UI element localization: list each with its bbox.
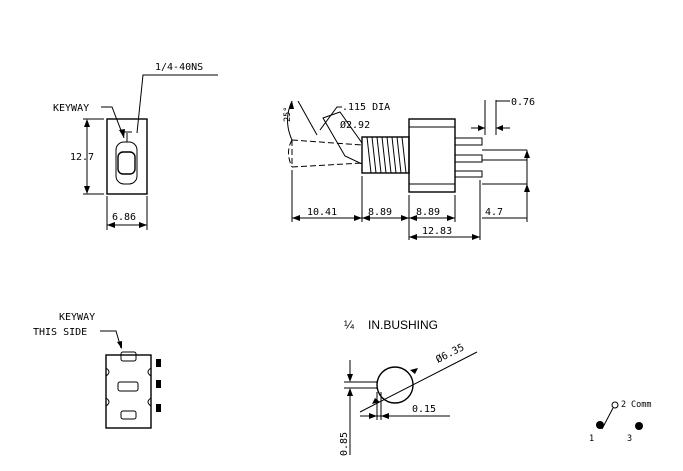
comm-label: Comm bbox=[631, 400, 651, 410]
switch-schematic: 2 Comm 1 3 bbox=[589, 400, 651, 444]
bottom-body-outline bbox=[105, 354, 152, 429]
flat-dim: 0.15 bbox=[412, 404, 436, 415]
angle-label: 25° bbox=[283, 107, 293, 122]
terminal-1-label: 1 bbox=[589, 434, 594, 444]
width-dim: 6.86 bbox=[112, 212, 136, 223]
terminal-2-label: 2 bbox=[621, 400, 626, 410]
keyway-this-side-line2: THIS SIDE bbox=[33, 327, 87, 338]
dia-label: .115 DIA bbox=[342, 102, 390, 113]
pin-dim: 0.76 bbox=[511, 97, 535, 108]
dim-body: 8.89 bbox=[416, 207, 440, 218]
terminal-3-node bbox=[635, 422, 643, 430]
dim-lever: 10.41 bbox=[307, 207, 337, 218]
front-bushing bbox=[115, 141, 138, 185]
dim-pin: 4.7 bbox=[485, 207, 503, 218]
phi-label: Ø2.92 bbox=[340, 119, 370, 131]
terminal-2-node bbox=[611, 401, 619, 409]
dim-total: 12.83 bbox=[422, 226, 452, 237]
front-lever bbox=[117, 151, 136, 175]
bottom-view: KEYWAY THIS SIDE bbox=[33, 312, 161, 429]
keyway-this-side-line1: KEYWAY bbox=[59, 312, 95, 323]
terminal-3-label: 3 bbox=[627, 434, 632, 444]
terminal-middle bbox=[454, 154, 483, 163]
terminal-1-node bbox=[596, 421, 604, 429]
terminal-upper bbox=[454, 137, 483, 146]
key-dim: 0.85 bbox=[339, 432, 350, 456]
dim-bushing: 8.89 bbox=[368, 207, 392, 218]
side-view: 25° .115 DIA Ø2.92 0.76 10.41 8.89 8.89 bbox=[283, 97, 535, 240]
bushing-detail: ¼ IN.BUSHING 0.85 Ø6.35 0.15 bbox=[339, 318, 478, 456]
height-dim: 12.7 bbox=[70, 152, 94, 163]
keyway-label: KEYWAY bbox=[53, 103, 89, 114]
terminal-lower bbox=[454, 170, 483, 178]
thread-label: 1/4-40NS bbox=[155, 62, 203, 73]
front-body-outline bbox=[106, 118, 148, 195]
front-view: 1/4-40NS KEYWAY 12.7 6.86 bbox=[53, 62, 218, 230]
switch-body bbox=[408, 118, 456, 193]
bushing-title-fraction: ¼ bbox=[344, 318, 355, 332]
thread-leader bbox=[136, 74, 218, 134]
bushing-title: IN.BUSHING bbox=[368, 318, 438, 332]
bushing-dia: Ø6.35 bbox=[434, 341, 466, 365]
bushing-circle bbox=[376, 366, 414, 404]
